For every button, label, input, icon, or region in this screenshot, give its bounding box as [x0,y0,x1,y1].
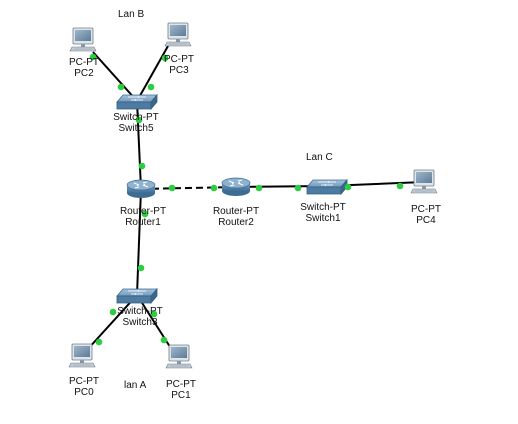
pc1-label: PC-PT PC1 [166,379,196,401]
links-layer [86,45,425,351]
pc3-label: PC-PT PC3 [164,54,194,76]
switch5-icon[interactable] [116,94,158,110]
port-status-dot-router1 [138,162,146,170]
switch3-type: Switch-PT [117,306,163,317]
link-switch5-router1 [136,100,142,190]
pc0-label: PC-PT PC0 [69,376,99,398]
port-status-dot-switch5 [135,116,143,124]
port-status-dot-switch3 [150,310,158,318]
router1-label: Router-PT Router1 [120,206,166,228]
port-status-dot-switch3 [137,264,145,272]
switch3-icon[interactable] [116,288,158,304]
port-status-dot-pc4 [396,182,404,190]
lan-c-label: Lan C [306,152,333,163]
switch1-name: Switch1 [305,213,341,224]
port-status-dot-switch5 [117,83,125,91]
pc4-icon[interactable] [410,169,438,194]
pc4-name: PC4 [416,215,436,226]
port-status-dot-pc1 [160,336,168,344]
lan-a-label: lan A [124,380,147,391]
switch5-label: Switch-PT Switch5 [113,112,159,134]
switch1-type: Switch-PT [300,202,346,213]
pc0-type: PC-PT [69,376,99,387]
link-router1-switch3 [136,188,142,296]
port-status-dot-router1 [141,210,149,218]
switch5-name: Switch5 [118,123,154,134]
pc4-label: PC-PT PC4 [411,204,441,226]
router1-type: Router-PT [119,206,167,217]
pc2-type: PC-PT [69,57,99,68]
port-status-dot-router1 [168,184,176,192]
switch3-label: Switch-PT Switch3 [117,306,163,328]
pc1-type: PC-PT [166,379,196,390]
pc3-icon[interactable] [164,22,192,47]
switch1-label: Switch-PT Switch1 [300,202,346,224]
pc2-name: PC2 [74,68,94,79]
link-pc3-switch5 [136,45,169,102]
port-status-dot-switch3 [109,308,117,316]
pc4-type: PC-PT [411,204,441,215]
router2-icon[interactable] [221,177,251,197]
pc2-icon[interactable] [69,27,97,52]
router2-label: Router-PT Router2 [213,206,259,228]
pc0-name: PC0 [74,387,94,398]
port-status-dot-pc3 [161,54,169,62]
pc3-type: PC-PT [164,54,194,65]
router2-type: Router-PT [212,206,260,217]
port-status-dot-switch1 [344,183,352,191]
pc0-icon[interactable] [68,343,96,368]
pc3-name: PC3 [169,65,189,76]
link-router1-router2 [140,186,237,190]
switch1-icon[interactable] [306,179,348,195]
port-status-dot-router2 [255,184,263,192]
router1-icon[interactable] [126,179,156,199]
link-switch3-pc0 [86,294,138,351]
port-status-dot-pc2 [89,53,97,61]
lan-b-label: Lan B [118,9,145,20]
router2-name: Router2 [218,217,254,228]
pc1-icon[interactable] [165,344,193,369]
port-status-dot-pc0 [95,338,103,346]
port-status-dot-switch5 [147,83,155,91]
port-status-layer [89,53,404,346]
switch3-name: Switch3 [122,317,158,328]
link-pc2-switch5 [92,51,138,102]
port-status-dot-router2 [210,184,218,192]
switch5-type: Switch-PT [113,112,159,123]
port-status-dot-switch1 [294,184,302,192]
pc1-name: PC1 [171,390,191,401]
router1-name: Router1 [125,217,161,228]
pc2-label: PC-PT PC2 [69,57,99,79]
